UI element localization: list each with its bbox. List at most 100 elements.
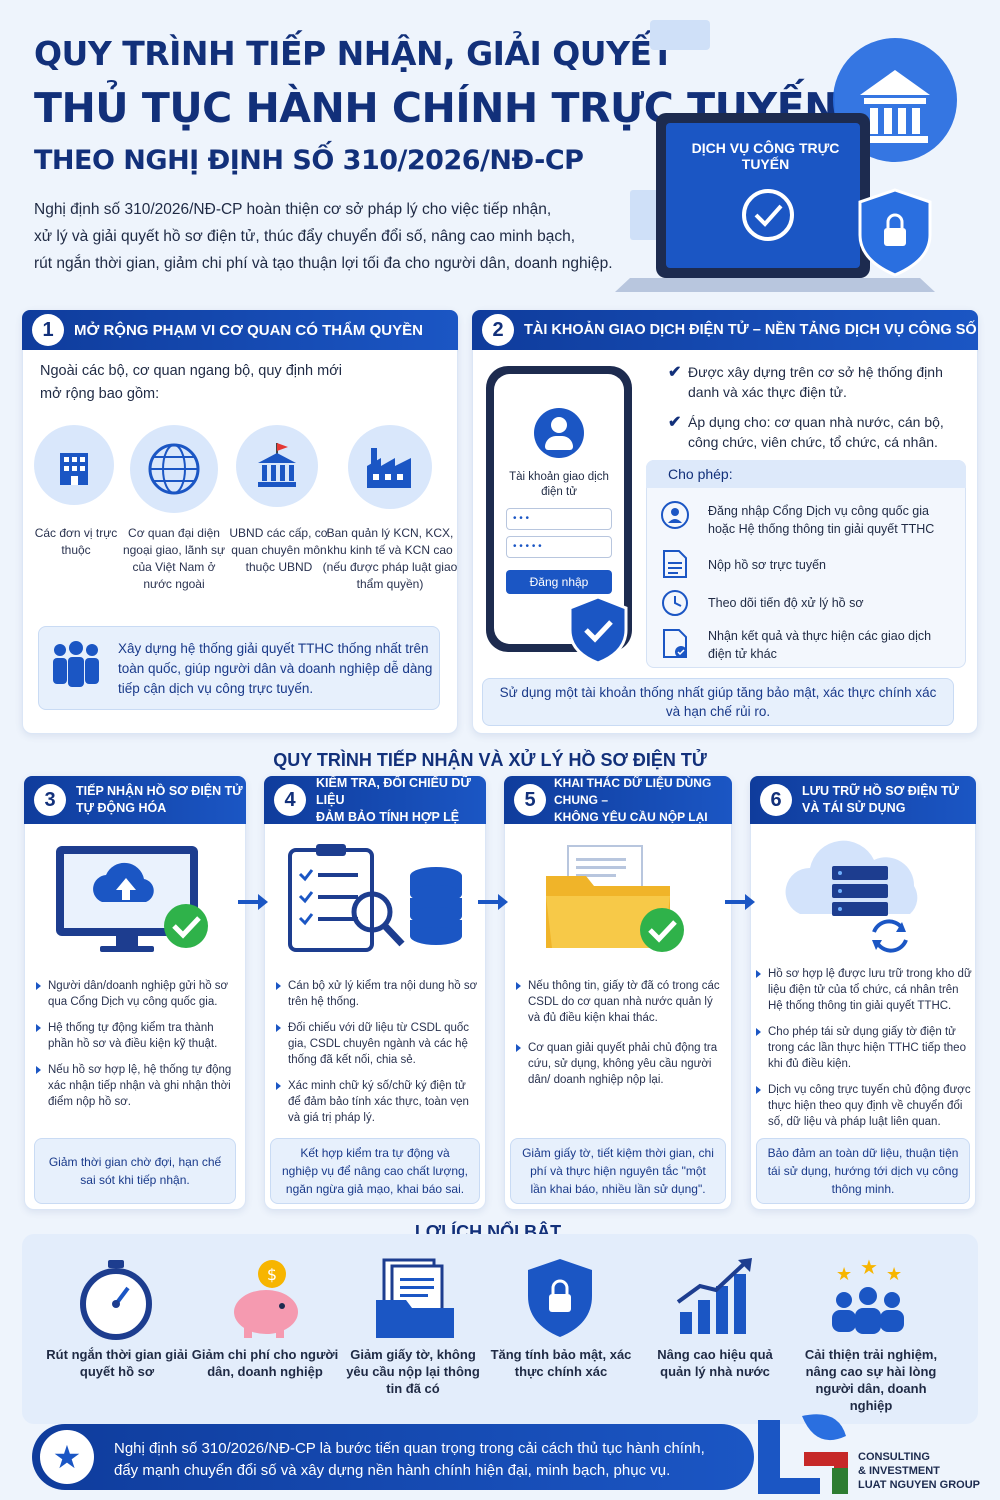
shield-check-icon — [568, 595, 628, 665]
section1-intro: Ngoài các bộ, cơ quan ngang bộ, quy định… — [40, 360, 440, 406]
svg-text:★: ★ — [836, 1264, 852, 1285]
step5-bullets: Nếu thông tin, giấy tờ đã có trong các C… — [516, 978, 724, 1098]
arrow-right-icon — [238, 894, 268, 910]
list-item: Cán bộ xử lý kiểm tra nội dung hồ sơ trê… — [276, 978, 480, 1010]
allow-item: Nhận kết quả và thực hiện các giao dịch … — [708, 629, 932, 661]
logo-text: CONSULTING & INVESTMENT LUAT NGUYEN GROU… — [858, 1450, 980, 1492]
section1-intro-line: mở rộng bao gồm: — [40, 386, 160, 402]
benefits-panel — [22, 1234, 978, 1424]
list-item: Đối chiếu với dữ liệu từ CSDL quốc gia, … — [276, 1020, 480, 1068]
check-circle-icon — [742, 189, 794, 241]
section2-title: TÀI KHOẢN GIAO DỊCH ĐIỆN TỬ – NỀN TẢNG D… — [524, 322, 977, 338]
step6-bullets: Hồ sơ hợp lệ được lưu trữ trong kho dữ l… — [756, 966, 972, 1140]
checklist-database-icon — [288, 844, 462, 952]
benefit-label: Rút ngắn thời gian giải quyết hồ sơ — [46, 1347, 188, 1379]
title-line1: QUY TRÌNH TIẾP NHẬN, GIẢI QUYẾT — [34, 34, 674, 73]
section1-banner: 1 MỞ RỘNG PHẠM VI CƠ QUAN CÓ THẨM QUYỀN — [22, 310, 458, 350]
allow-item: Nộp hồ sơ trực tuyến — [708, 558, 827, 572]
s1-item: Ban quản lý KCN, KCX, khu kinh tế và KCN… — [322, 526, 458, 591]
footer-line: Nghị định số 310/2026/NĐ-CP là bước tiến… — [114, 1440, 705, 1457]
list-item: Hệ thống tự động kiểm tra thành phần hồ … — [36, 1020, 240, 1052]
check-icon: ✔ — [668, 414, 682, 431]
logo-line: CONSULTING — [858, 1451, 930, 1463]
step5-title: KHAI THÁC DỮ LIỆU DÙNG CHUNG –KHÔNG YÊU … — [554, 775, 732, 826]
user-avatar-icon — [534, 408, 584, 458]
benefit-label: Giảm chi phí cho người dân, doanh nghiệp — [191, 1347, 339, 1379]
documents-folder-icon — [376, 1258, 454, 1338]
footer-line: đẩy mạnh chuyển đổi số và xây dựng nền h… — [114, 1462, 671, 1479]
list-item: Dịch vụ công trực tuyến chủ động được th… — [756, 1082, 972, 1130]
allow-item: Đăng nhập Cổng Dịch vụ công quốc gia hoặ… — [708, 504, 935, 536]
globe-icon — [130, 425, 218, 513]
step4-number: 4 — [274, 784, 306, 816]
svg-text:★: ★ — [860, 1256, 878, 1279]
list-item: Nếu thông tin, giấy tờ đã có trong các C… — [516, 978, 724, 1026]
star-icon: ★ — [40, 1430, 94, 1484]
benefit-label: Tăng tính bảo mật, xác thực chính xác — [490, 1347, 632, 1379]
section2-note: Sử dụng một tài khoản thống nhất giúp tă… — [482, 678, 954, 726]
step5-number: 5 — [514, 784, 546, 816]
cloud-server-icon — [785, 840, 918, 953]
laptop-label: DỊCH VỤ CÔNG TRỰC TUYẾN — [691, 140, 840, 172]
username-field[interactable]: • • • — [506, 508, 612, 530]
intro-line: xử lý và giải quyết hồ sơ điện tử, thúc … — [34, 228, 576, 245]
s1-item: UBND các cấp, cơ quan chuyên môn thuộc U… — [229, 526, 329, 574]
shield-lock-icon — [528, 1259, 592, 1337]
allow-box — [646, 460, 966, 668]
section1-note: Xây dựng hệ thống giải quyết TTHC thống … — [118, 641, 433, 696]
step4-title2: ĐẢM BẢO TÍNH HỢP LỆ — [316, 809, 460, 824]
step3-number: 3 — [34, 784, 66, 816]
allow-title: Cho phép: — [646, 460, 966, 488]
factory-icon — [348, 425, 432, 509]
allow-item: Theo dõi tiến độ xử lý hồ sơ — [708, 596, 864, 610]
footer-text: Nghị định số 310/2026/NĐ-CP là bước tiến… — [114, 1438, 734, 1482]
s1-item: Các đơn vị trực thuộc — [34, 526, 118, 557]
step6-title1: LƯU TRỮ HỒ SƠ ĐIỆN TỬ — [802, 784, 960, 798]
step4-title1: KIỂM TRA, ĐỐI CHIẾU DỮ LIỆU — [316, 775, 471, 807]
list-item: Nếu hồ sơ hợp lệ, hệ thống tự động xác n… — [36, 1062, 240, 1110]
growth-chart-icon — [676, 1258, 752, 1334]
step6-title2: VÀ TÁI SỬ DỤNG — [802, 801, 906, 815]
step6-number: 6 — [760, 784, 792, 816]
piggy-bank-icon: $ — [234, 1260, 298, 1338]
intro-line: Nghị định số 310/2026/NĐ-CP hoàn thiện c… — [34, 201, 552, 218]
intro-text: Nghị định số 310/2026/NĐ-CP hoàn thiện c… — [34, 196, 614, 277]
benefit-label: Cải thiện trải nghiệm, nâng cao sự hài l… — [804, 1347, 938, 1413]
clock-icon — [662, 590, 688, 616]
section2-banner: 2 TÀI KHOẢN GIAO DỊCH ĐIỆN TỬ – NỀN TẢNG… — [472, 310, 978, 350]
step3-note: Giảm thời gian chờ đợi, hạn chế sai sót … — [34, 1138, 236, 1204]
benefit-label: Giảm giấy tờ, không yêu cầu nộp lại thôn… — [346, 1347, 480, 1396]
logo-line: LUAT NGUYEN GROUP — [858, 1479, 981, 1491]
step3-title1: TIẾP NHẬN HỒ SƠ ĐIỆN TỬ — [76, 784, 243, 798]
login-button[interactable]: Đăng nhập — [506, 570, 612, 594]
office-building-icon — [34, 425, 114, 505]
list-item: Cơ quan giải quyết phải chủ động tra cứu… — [516, 1040, 724, 1088]
intro-line: rút ngắn thời gian, giảm chi phí và tạo … — [34, 255, 613, 272]
password-field[interactable]: • • • • • — [506, 536, 612, 558]
s2-check: Được xây dựng trên cơ sở hệ thống định d… — [688, 364, 943, 400]
monitor-upload-icon — [56, 846, 208, 952]
step3-title2: TỰ ĐỘNG HÓA — [76, 801, 167, 815]
step5-note: Giảm giấy tờ, tiết kiệm thời gian, chi p… — [510, 1138, 726, 1204]
list-item: Xác minh chữ ký số/chữ ký điện tử để đảm… — [276, 1078, 480, 1126]
s2-check: Áp dụng cho: cơ quan nhà nước, cán bộ, c… — [688, 414, 944, 450]
step3-banner: 3 TIẾP NHẬN HỒ SƠ ĐIỆN TỬ TỰ ĐỘNG HÓA — [24, 776, 246, 824]
people-group-icon — [53, 641, 99, 687]
step6-banner: 6 LƯU TRỮ HỒ SƠ ĐIỆN TỬ VÀ TÁI SỬ DỤNG — [750, 776, 976, 824]
step4-note: Kết hợp kiểm tra tự động và nghiệp vụ để… — [270, 1138, 480, 1204]
step6-title: LƯU TRỮ HỒ SƠ ĐIỆN TỬ VÀ TÁI SỬ DỤNG — [802, 783, 959, 817]
check-icon: ✔ — [668, 364, 682, 381]
stopwatch-icon — [80, 1260, 152, 1340]
step5-title1: KHAI THÁC DỮ LIỆU DÙNG CHUNG – — [554, 775, 712, 807]
section1-title: MỞ RỘNG PHẠM VI CƠ QUAN CÓ THẨM QUYỀN — [74, 321, 423, 339]
list-item: Cho phép tái sử dụng giấy tờ điện tử tro… — [756, 1024, 972, 1072]
step4-title: KIỂM TRA, ĐỐI CHIẾU DỮ LIỆU ĐẢM BẢO TÍNH … — [316, 775, 486, 826]
folder-check-icon — [546, 845, 684, 952]
document-check-icon — [663, 629, 687, 658]
arrow-right-icon — [478, 894, 508, 910]
logo-line: & INVESTMENT — [858, 1465, 940, 1477]
step3-bullets: Người dân/doanh nghiệp gửi hồ sơ qua Cổn… — [36, 978, 240, 1120]
step6-note: Bảo đảm an toàn dữ liệu, thuận tiện tái … — [756, 1138, 970, 1204]
bank-building-icon — [860, 70, 930, 143]
list-item: Người dân/doanh nghiệp gửi hồ sơ qua Cổn… — [36, 978, 240, 1010]
